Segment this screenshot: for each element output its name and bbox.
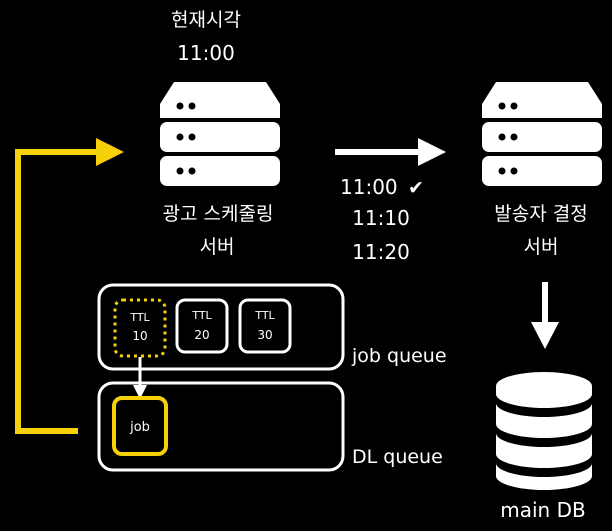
svg-text:TTL: TTL xyxy=(129,311,150,324)
sender-server-name-line2: 서버 xyxy=(524,236,559,258)
svg-text:TTL: TTL xyxy=(191,309,212,322)
retry-arrow xyxy=(15,138,124,434)
sender-decision-server-icon xyxy=(482,82,602,186)
schedule-time-2: 11:10 xyxy=(352,206,410,230)
db-arrow xyxy=(531,282,559,349)
svg-text:10: 10 xyxy=(132,329,147,343)
database-icon xyxy=(496,372,592,490)
ad-server-name-line1: 광고 스케줄링 xyxy=(163,203,274,225)
job-queue-label: job queue xyxy=(351,345,447,367)
ad-server-name-line2: 서버 xyxy=(200,236,235,258)
job-item-ttl-10: TTL 10 xyxy=(113,298,167,358)
clock-time: 11:00 xyxy=(177,41,235,65)
dispatch-arrow xyxy=(335,138,446,166)
ad-scheduling-server-icon xyxy=(160,82,280,186)
dl-queue-label: DL queue xyxy=(352,446,443,468)
svg-text:20: 20 xyxy=(194,328,209,342)
check-icon: ✔ xyxy=(408,177,424,199)
svg-text:job: job xyxy=(129,420,150,435)
clock-title: 현재시각 xyxy=(171,9,241,31)
dl-job-item: job xyxy=(112,396,168,456)
svg-text:30: 30 xyxy=(257,328,272,342)
sender-server-name-line1: 발송자 결정 xyxy=(494,203,587,225)
dl-queue-box xyxy=(97,381,345,472)
dead-letter-arrow xyxy=(133,357,147,399)
main-db-label: main DB xyxy=(500,498,585,522)
job-item-ttl-20: TTL 20 xyxy=(175,298,229,354)
schedule-time-3: 11:20 xyxy=(352,240,410,264)
schedule-time-1: 11:00 ✔ xyxy=(340,175,424,199)
svg-text:TTL: TTL xyxy=(254,309,275,322)
job-item-ttl-30: TTL 30 xyxy=(238,298,292,354)
job-queue-box xyxy=(97,283,345,371)
